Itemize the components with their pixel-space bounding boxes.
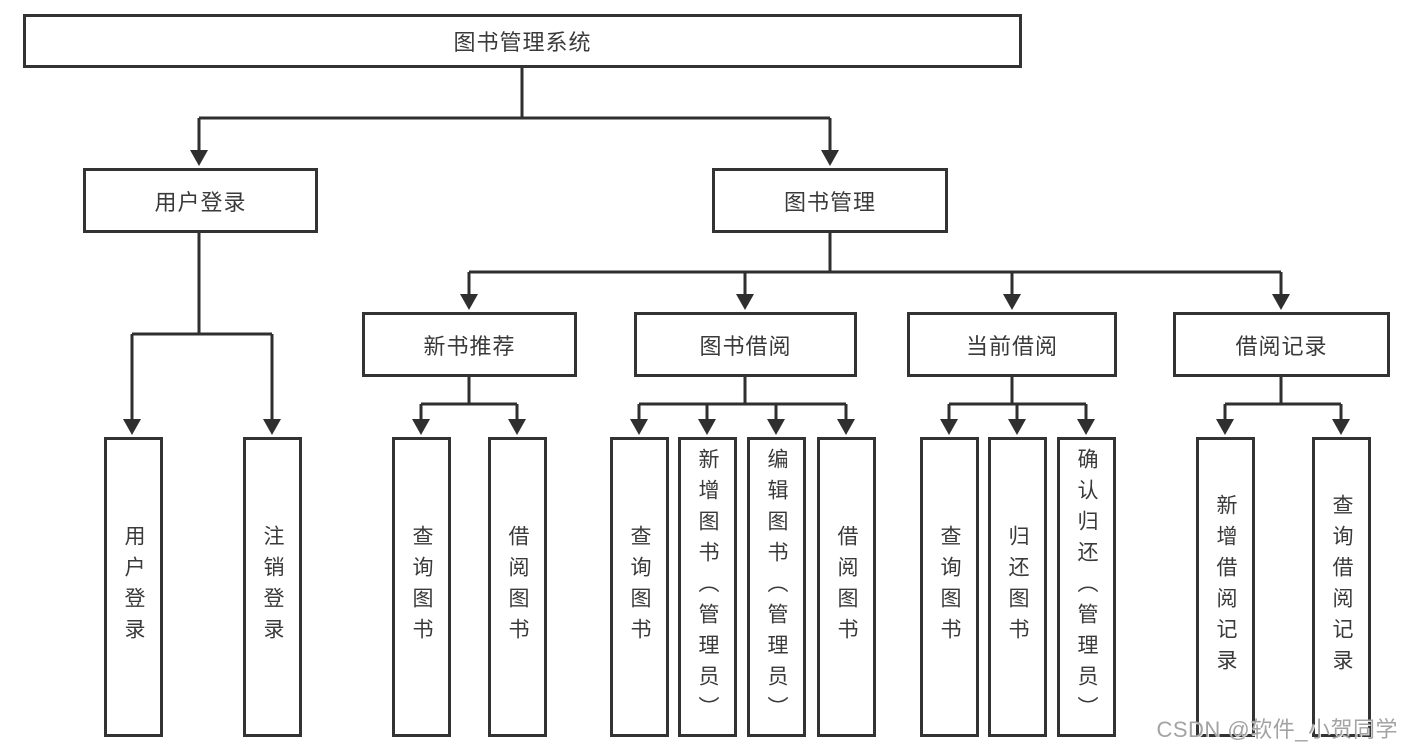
- leaf-label: 查询图书: [628, 525, 651, 649]
- leaf-borrow-books-borrow: 借阅图书: [817, 437, 876, 737]
- leaf-return-book: 归还图书: [988, 437, 1047, 737]
- leaf-query-books-borrow: 查询图书: [610, 437, 669, 737]
- leaf-label: 注销登录: [261, 525, 284, 649]
- leaf-borrow-books-recommend: 借阅图书: [488, 437, 547, 737]
- node-book-borrow: 图书借阅: [634, 312, 857, 377]
- leaf-label: 用户登录: [122, 525, 145, 649]
- leaf-label: 借阅图书: [506, 525, 529, 649]
- node-label: 图书管理: [783, 189, 876, 215]
- leaf-edit-book-admin: 编辑图书（管理员）: [747, 437, 806, 737]
- node-book-management: 图书管理: [712, 168, 948, 233]
- leaf-label: 查询借阅记录: [1330, 494, 1353, 680]
- leaf-add-borrow-record: 新增借阅记录: [1196, 437, 1255, 737]
- node-label: 新书推荐: [423, 333, 516, 359]
- leaf-query-books-recommend: 查询图书: [392, 437, 451, 737]
- leaf-user-login: 用户登录: [104, 437, 163, 737]
- leaf-label: 新增图书（管理员）: [696, 447, 719, 727]
- node-label: 图书管理系统: [453, 30, 592, 55]
- node-current-borrow: 当前借阅: [907, 312, 1117, 377]
- node-library-system: 图书管理系统: [23, 14, 1022, 68]
- watermark: CSDN @软件_小贺同学: [1156, 717, 1398, 742]
- leaf-logout: 注销登录: [243, 437, 302, 737]
- leaf-label: 编辑图书（管理员）: [765, 447, 788, 727]
- leaf-label: 借阅图书: [835, 525, 858, 649]
- leaf-confirm-return-admin: 确认归还（管理员）: [1057, 437, 1116, 737]
- leaf-label: 确认归还（管理员）: [1075, 447, 1098, 727]
- leaf-query-books-current: 查询图书: [920, 437, 979, 737]
- leaf-add-book-admin: 新增图书（管理员）: [678, 437, 737, 737]
- leaf-label: 查询图书: [938, 525, 961, 649]
- leaf-label: 查询图书: [410, 525, 433, 649]
- node-borrow-records: 借阅记录: [1173, 312, 1390, 377]
- leaf-label: 新增借阅记录: [1214, 494, 1237, 680]
- node-label: 用户登录: [154, 189, 247, 215]
- node-new-book-recommend: 新书推荐: [362, 312, 577, 377]
- node-label: 图书借阅: [699, 333, 792, 359]
- node-label: 借阅记录: [1235, 333, 1328, 359]
- node-label: 当前借阅: [965, 333, 1058, 359]
- leaf-label: 归还图书: [1006, 525, 1029, 649]
- leaf-query-borrow-record: 查询借阅记录: [1312, 437, 1371, 737]
- node-user-login: 用户登录: [83, 168, 318, 233]
